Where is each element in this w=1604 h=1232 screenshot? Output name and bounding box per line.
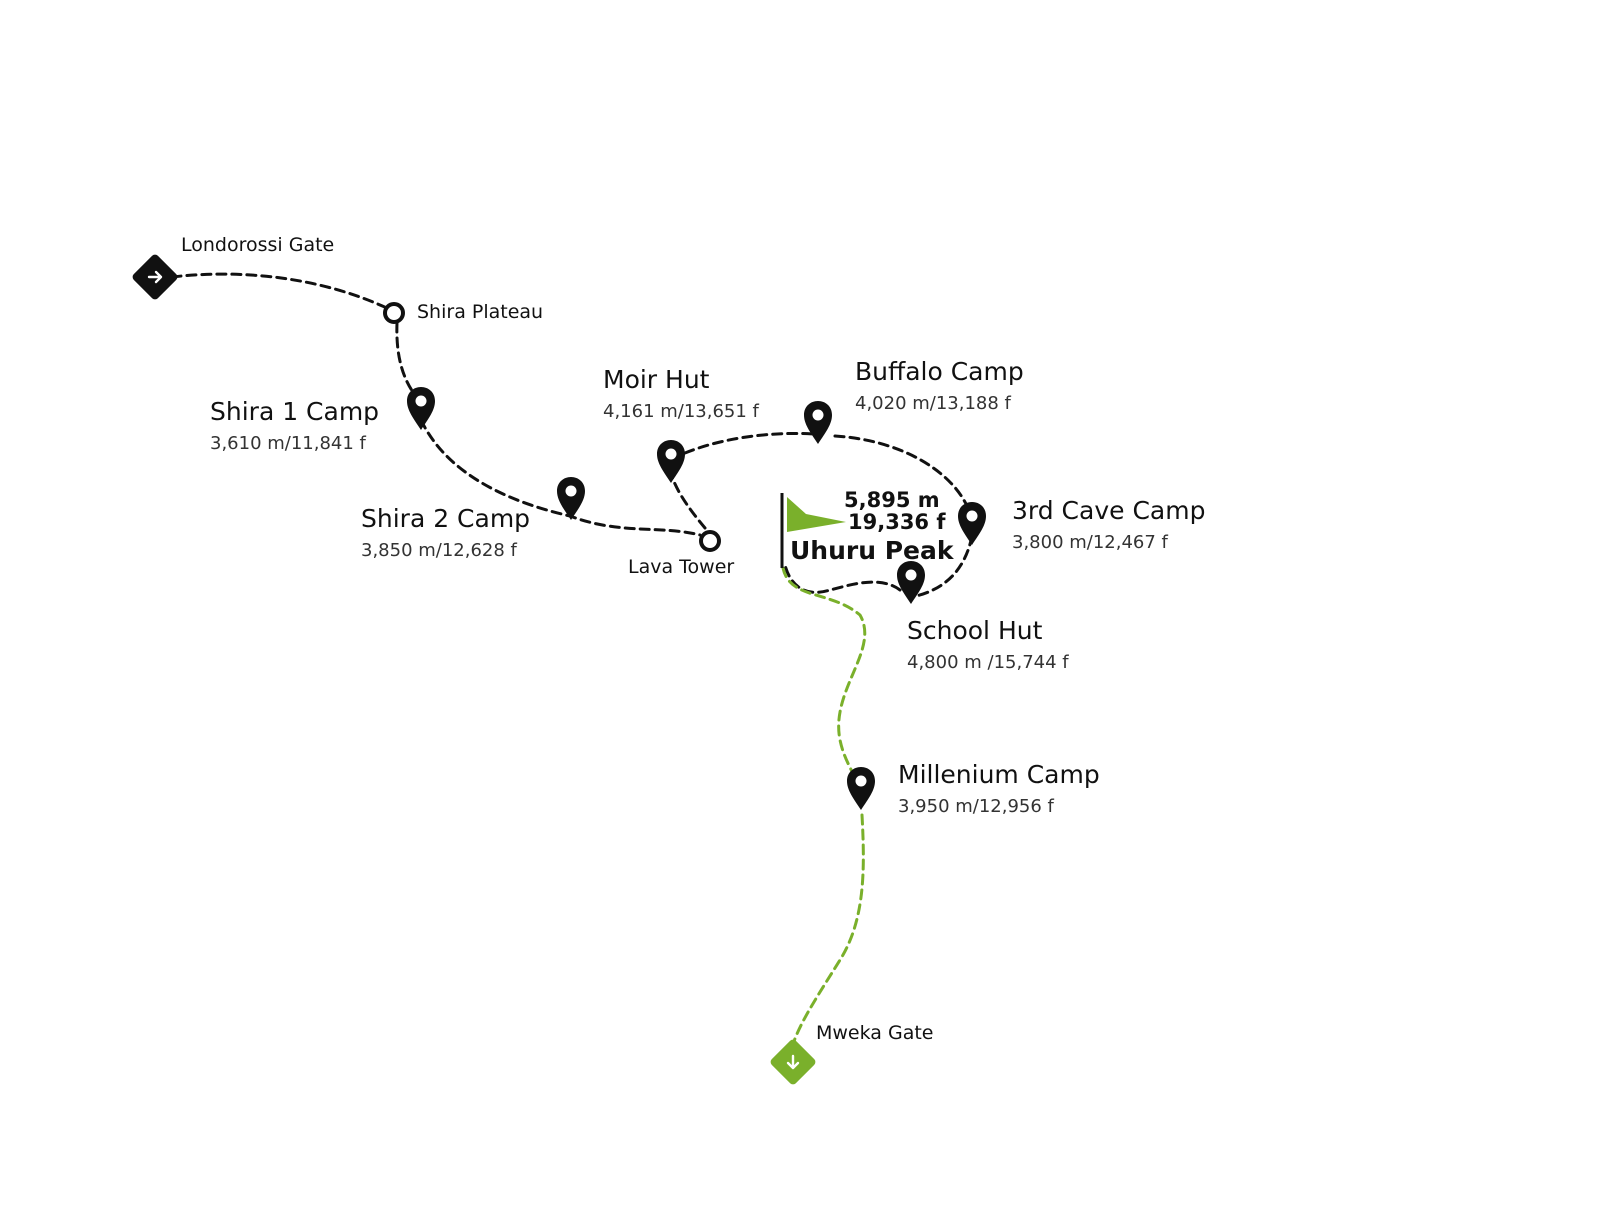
ring-icon[interactable] <box>383 302 405 324</box>
arrow-right-icon <box>147 270 163 284</box>
camp-altitude-shira-1: 3,610 m/11,841 f <box>210 433 366 454</box>
start-gate-label: Londorossi Gate <box>181 234 335 256</box>
map-pin-icon[interactable] <box>847 767 875 810</box>
camp-name-school-hut: School Hut <box>907 616 1043 645</box>
camp-name-shira-2: Shira 2 Camp <box>361 504 531 533</box>
map-pin-icon[interactable] <box>958 502 986 545</box>
camp-altitude-school-hut: 4,800 m /15,744 f <box>907 652 1069 673</box>
camp-name-millenium: Millenium Camp <box>898 760 1100 789</box>
route-segment-school-hut-uhuru <box>783 563 902 594</box>
arrow-down-icon <box>786 1054 800 1070</box>
map-pin-icon[interactable] <box>804 401 832 444</box>
end-gate-marker[interactable] <box>769 1038 817 1086</box>
camp-name-shira-1: Shira 1 Camp <box>210 397 380 426</box>
descent-segment-uhuru-millenium <box>781 566 867 797</box>
summit-altitude-f: 19,336 f <box>848 510 946 534</box>
camp-altitude-buffalo: 4,020 m/13,188 f <box>855 393 1011 414</box>
flag-icon[interactable] <box>780 493 846 568</box>
map-pin-icon[interactable] <box>657 440 685 483</box>
summit-altitude-m: 5,895 m <box>844 488 940 512</box>
camp-altitude-moir-hut: 4,161 m/13,651 f <box>603 401 759 422</box>
start-gate-marker[interactable] <box>131 253 179 301</box>
camp-name-moir-hut: Moir Hut <box>603 365 710 394</box>
route-segment-lava-tower-moir-hut <box>668 468 707 530</box>
route-segment-3rd-cave-school-hut <box>910 534 974 599</box>
map-pin-icon[interactable] <box>897 561 925 604</box>
camp-name-3rd-cave: 3rd Cave Camp <box>1012 496 1206 525</box>
camp-name-buffalo: Buffalo Camp <box>855 357 1024 386</box>
ring-icon[interactable] <box>699 530 721 552</box>
camp-altitude-shira-2: 3,850 m/12,628 f <box>361 540 517 561</box>
descent-segment-millenium-mweka <box>788 813 865 1057</box>
descent-route <box>781 566 867 1057</box>
map-pin-icon[interactable] <box>407 387 435 430</box>
summit-name: Uhuru Peak <box>790 536 954 565</box>
route-segment-moir-hut-buffalo <box>683 431 817 455</box>
route-segment-londorossi-shira-plateau <box>170 272 395 313</box>
waypoint-label-lava-tower: Lava Tower <box>628 556 735 578</box>
camp-altitude-millenium: 3,950 m/12,956 f <box>898 796 1054 817</box>
end-gate-label: Mweka Gate <box>816 1022 934 1044</box>
route-segment-buffalo-3rd-cave <box>833 434 969 508</box>
waypoint-label-shira-plateau: Shira Plateau <box>417 301 544 323</box>
camp-altitude-3rd-cave: 3,800 m/12,467 f <box>1012 532 1168 553</box>
